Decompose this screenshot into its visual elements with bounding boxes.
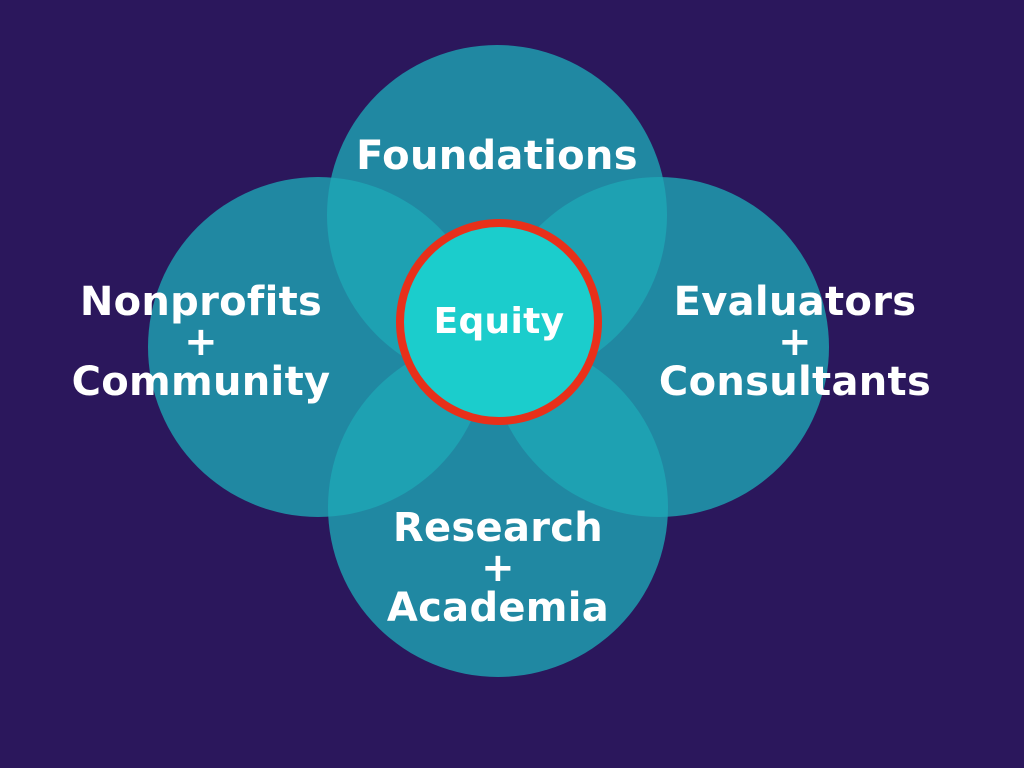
evaluators-consultants-label: Evaluators + Consultants xyxy=(640,282,950,402)
equity-center-ring xyxy=(396,219,602,425)
evaluators-label-plus: + xyxy=(778,319,812,365)
research-label-line-1: Research xyxy=(392,505,604,551)
evaluators-label-line-1: Evaluators xyxy=(673,279,917,325)
nonprofits-label-plus: + xyxy=(184,319,218,365)
foundations-label-line-1: Foundations xyxy=(356,133,638,179)
research-academia-label: Research + Academia xyxy=(328,508,668,628)
research-label-line-2: Academia xyxy=(386,585,610,631)
research-label-plus: + xyxy=(481,545,515,591)
evaluators-label-line-2: Consultants xyxy=(658,359,932,405)
equity-label: Equity xyxy=(433,301,565,342)
nonprofits-community-label: Nonprofits + Community xyxy=(48,282,354,402)
nonprofits-label-line-1: Nonprofits xyxy=(79,279,323,325)
nonprofits-label-line-2: Community xyxy=(71,359,331,405)
foundations-label: Foundations xyxy=(327,136,667,176)
